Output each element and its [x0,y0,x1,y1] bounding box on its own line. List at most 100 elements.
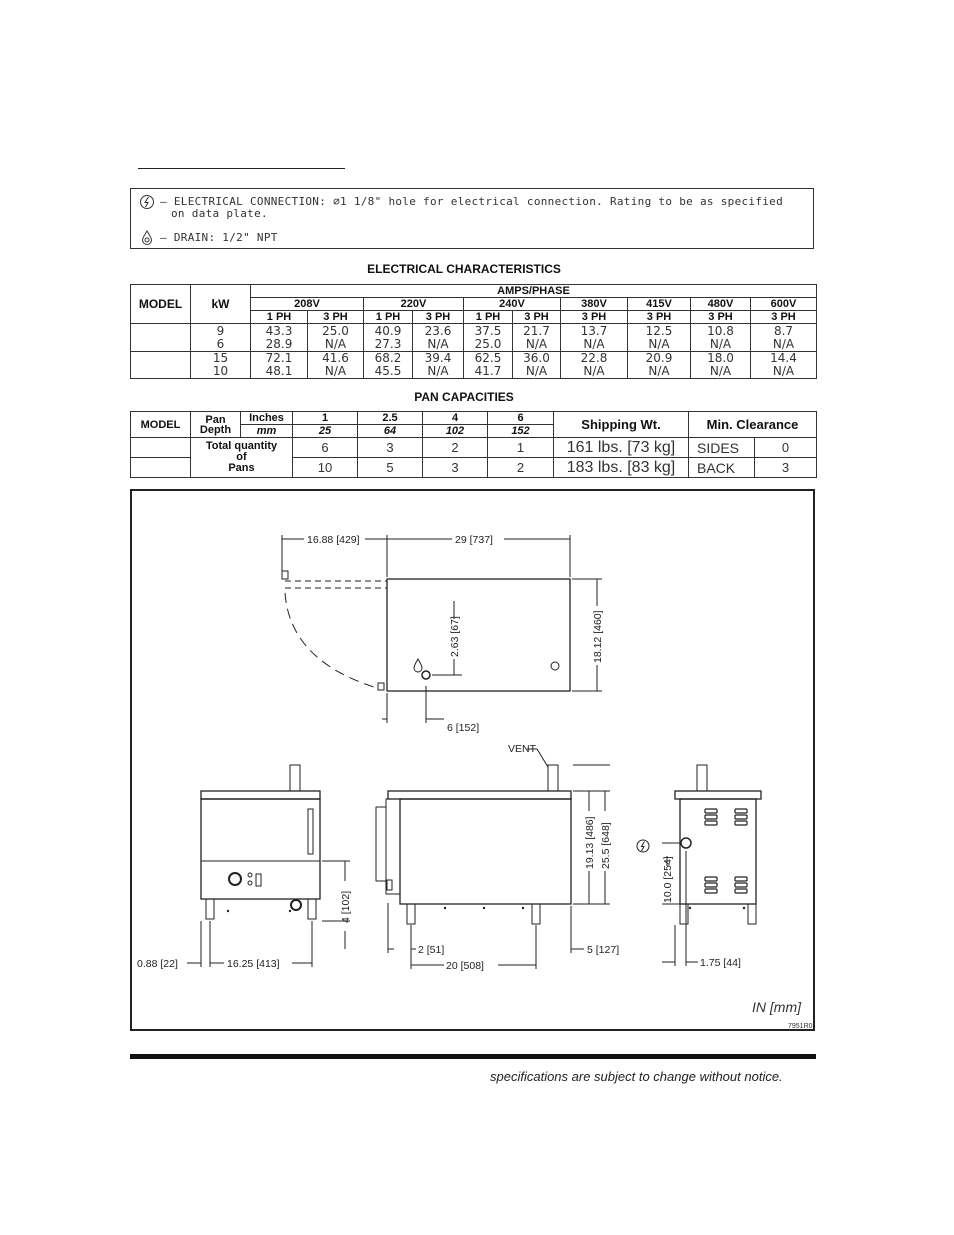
electrical-note: – ELECTRICAL CONNECTION: ⌀1 1/8" hole fo… [160,195,784,208]
mm-value: 64 [357,424,423,438]
amps-value: N/A [709,364,732,378]
dim-label: 29 [737] [455,534,493,546]
phase-header: 1 PH [463,310,513,324]
amps-value: 23.6 [424,323,452,338]
amps-value: 18.0 [707,351,734,365]
inches-label: Inches [240,411,293,425]
side-body [399,798,572,905]
pan-depth-header: Pan Depth [190,411,241,438]
amps-value: N/A [648,364,670,378]
pan-model-cell [130,437,191,458]
pan-model-header: MODEL [130,411,191,438]
drain-valve [290,899,302,911]
amps-value: 41.7 [474,364,502,378]
voltage-header: 415V [627,297,691,311]
hinge [281,570,289,580]
side-knob [386,879,393,891]
mm-value: 152 [487,424,554,438]
vent-stack [547,764,559,792]
phase-header: 3 PH [412,310,464,324]
voltage-header: 208V [250,297,364,311]
vent-leader [536,748,549,768]
phase-header: 3 PH [512,310,561,324]
kw-value: 9 [216,323,225,338]
pan-model-cell [130,457,191,478]
dim-label: 0.88 [22] [137,958,178,970]
amps-value: 68.2 [374,351,402,365]
pan-qty: 1 [487,437,554,458]
amps-value: 25.0 [474,336,502,351]
dim-label: 6 [152] [447,722,479,734]
drawing-canvas: 16.88 [429] 29 [737] 6 [152] VENT 0.88 [… [137,534,813,1029]
amps-value: 8.7 [773,323,794,338]
phase-header: 3 PH [307,310,364,324]
drain-port [421,670,431,680]
phase-header: 3 PH [750,310,817,324]
footer-note: specifications are subject to change wit… [490,1069,783,1084]
amps-value: N/A [427,364,449,378]
electrical-connection-icon [140,195,154,209]
pan-qty: 10 [292,457,358,478]
pan-qty: 3 [357,437,423,458]
door-swing-arc [284,592,378,689]
clearance-side: SIDES [688,437,755,458]
leg [406,903,416,925]
pan-table: MODEL Pan Depth Inches 1 2.5 4 6 Shippin… [130,411,818,478]
voltage-header: 600V [750,297,817,311]
amps-value: N/A [525,364,548,378]
phase-header: 3 PH [627,310,691,324]
dim-label: 10.0 [254] [662,856,674,903]
drain-note: – DRAIN: 1/2" NPT [160,231,278,244]
mm-value: 102 [422,424,488,438]
electrical-inlet [680,837,692,849]
notes-box: – ELECTRICAL CONNECTION: ⌀1 1/8" hole fo… [130,188,814,249]
control-knob [228,872,242,886]
dim-label: 2.63 [67] [449,616,461,657]
voltage-header: 380V [560,297,628,311]
amps-value: N/A [324,336,347,351]
front-body [200,798,321,900]
side-door [375,806,387,882]
dim-label: 4 [102] [340,891,352,923]
door-handle [307,808,314,855]
voltage-header: 240V [463,297,561,311]
dim-label: 25.5 [648] [600,822,612,869]
shipping-header: Shipping Wt. [553,411,689,438]
top-view-body [386,578,571,692]
amps-value: 20.9 [645,351,673,365]
total-quantity-label: Total quantity of Pans [190,437,293,478]
voltage-header: 480V [690,297,751,311]
electrical-connection-icon [636,839,650,853]
kw-value: 6 [216,336,225,351]
dim-label: 2 [51] [418,944,444,956]
dim-label: 1.75 [44] [700,957,741,969]
amps-value: N/A [525,336,548,351]
electrical-note-cont: on data plate. [171,207,268,220]
amps-value: 36.0 [523,351,550,365]
vent-label: VENT [508,743,537,755]
clearance-side: BACK [688,457,755,478]
amps-value: 27.3 [374,336,402,351]
amps-value: 45.5 [374,364,402,378]
inches-value: 2.5 [357,411,423,425]
vent-stack [696,764,708,792]
amps-value: 37.5 [474,323,502,338]
clearance-value: 0 [753,437,818,458]
leg [679,903,689,925]
amps-value: N/A [427,336,449,351]
inches-value: 6 [487,411,554,425]
amps-value: 39.4 [424,351,452,365]
kw-value: 15 [212,351,229,365]
